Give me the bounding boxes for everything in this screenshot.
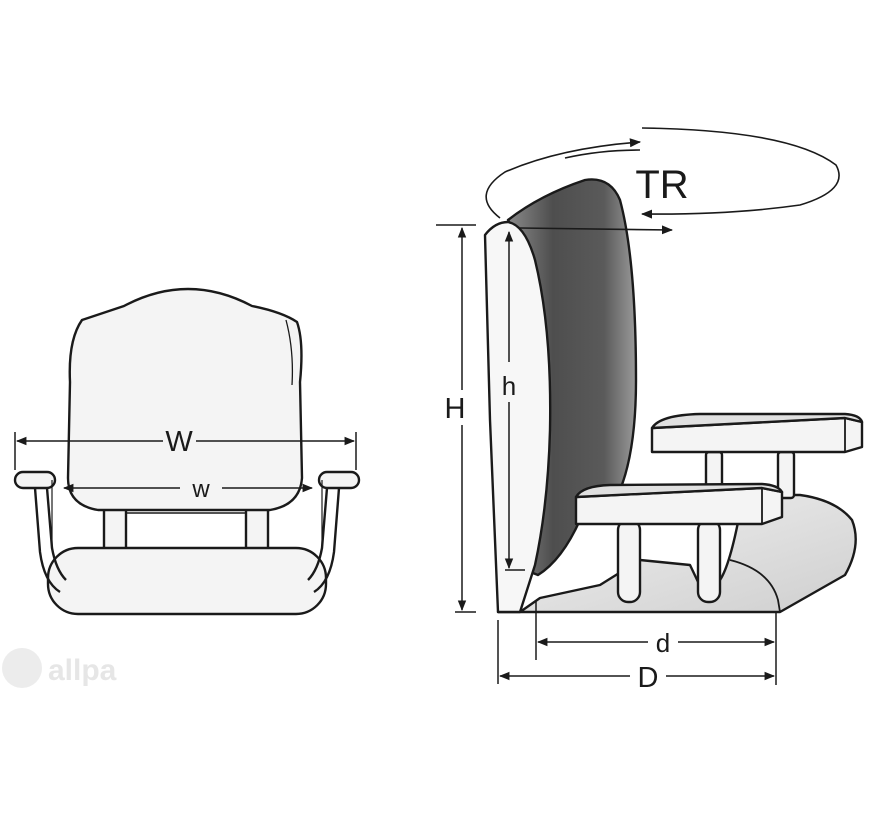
label-w: w — [191, 476, 210, 503]
side-backrest-cushion — [483, 220, 552, 614]
front-armrest-right-pad — [317, 470, 361, 490]
front-armrest-left-pad — [13, 470, 57, 490]
dimension-d — [535, 600, 777, 685]
front-backrest — [66, 287, 304, 512]
watermark-text: allpa — [48, 654, 117, 687]
dimension-h — [504, 230, 525, 571]
dimension-H — [436, 224, 476, 613]
watermark-logo: allpa — [2, 648, 117, 688]
label-W: W — [165, 426, 193, 458]
seat-front-view — [13, 287, 361, 616]
front-armrest-right — [307, 487, 341, 594]
watermark-icon — [2, 648, 42, 688]
front-armrest-left — [33, 487, 67, 594]
label-TR: TR — [635, 163, 688, 207]
side-post-front-a — [616, 518, 642, 604]
label-H: H — [445, 393, 466, 425]
dimension-W — [14, 432, 357, 470]
front-seat-cushion — [46, 546, 328, 616]
label-d: d — [656, 628, 670, 658]
label-h: h — [502, 371, 516, 401]
side-post-front-b — [696, 518, 722, 604]
seat-side-view — [483, 178, 864, 614]
label-D: D — [638, 662, 659, 694]
dimension-D — [497, 620, 776, 684]
side-base-sweep — [729, 559, 781, 613]
front-backrest-seam — [285, 319, 294, 386]
dimension-TR — [485, 127, 840, 235]
